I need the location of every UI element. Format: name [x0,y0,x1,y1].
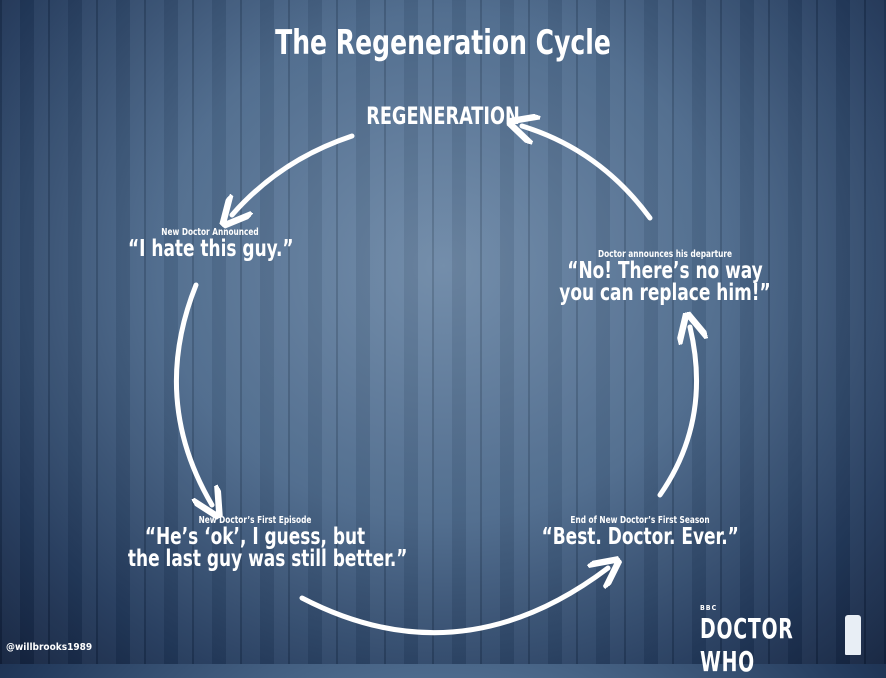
arrow-first-season-to-departure [657,327,697,498]
wood-background [0,0,886,664]
stage-departure: Doctor announces his departure “No! Ther… [558,249,771,306]
arrow-announced-to-first-episode [173,282,212,505]
cycle-arrows [173,0,886,636]
stage-label: New Doctor Announced [161,227,259,238]
stage-announced: New Doctor Announced “I hate this guy.” [128,227,294,262]
stage-regeneration: REGENERATION [366,102,520,130]
stage-quote: “Best. Doctor. Ever.” [541,524,739,550]
show-logo-text: DOCTOR WHO [700,612,794,678]
stage-quote: you can replace him!” [559,280,771,306]
stage-label: New Doctor’s First Episode [198,515,312,526]
arrow-departure-to-regeneration [522,126,653,221]
arrow-first-episode-to-first-season [299,568,608,636]
bbc-logo: BBC [700,604,718,612]
diagram-title: The Regeneration Cycle [275,23,611,63]
stage-quote: “No! There’s no way [567,258,763,284]
stage-label: End of New Doctor’s First Season [570,515,710,526]
stage-first-episode: New Doctor’s First Episode “He’s ‘ok’, I… [127,515,408,572]
stage-quote: the last guy was still better.” [127,546,408,572]
author-credit: @willbrooks1989 [6,642,93,653]
stage-label: Doctor announces his departure [597,249,733,260]
arrow-regeneration-to-announced [232,133,355,215]
tardis-icon [845,615,861,655]
stage-quote: “I hate this guy.” [128,236,294,262]
stage-first-season: End of New Doctor’s First Season “Best. … [541,515,739,550]
stage-quote: “He’s ‘ok’, I guess, but [144,524,366,550]
